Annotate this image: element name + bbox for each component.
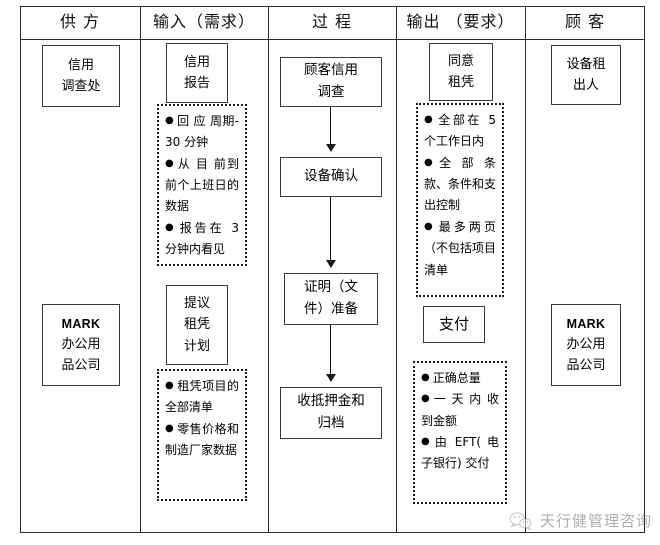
wechat-icon xyxy=(509,511,532,531)
watermark: 天行健管理咨询 xyxy=(508,510,652,531)
process-step-3-line-2: 件）准备 xyxy=(304,301,358,317)
output-req-2-item-3: ●由 EFT( 电子银行) 交付 xyxy=(421,435,499,471)
process-step-3[interactable]: 证明（文 件）准备 xyxy=(284,273,378,325)
supplier-box-2[interactable]: MARK 办公用 品公司 xyxy=(42,304,120,386)
supplier-box-2-line-2: 办公用 xyxy=(61,337,101,353)
input-req-2-item-1: ●租凭项目的全部清单 xyxy=(165,379,239,415)
column-process: 顾客信用 调查 设备确认 证明（文 件）准备 收抵押金和 归档 xyxy=(268,39,396,533)
output-box-1-line-2: 租凭 xyxy=(447,75,474,90)
input-box-1-line-1: 信用 xyxy=(183,54,210,70)
input-box-1[interactable]: 信用 报告 xyxy=(166,43,228,103)
process-step-4[interactable]: 收抵押金和 归档 xyxy=(280,387,382,439)
customer-box-1-line-2: 出人 xyxy=(572,78,599,93)
process-step-4-line-2: 归档 xyxy=(317,415,345,431)
output-req-1-item-1: ●全部在 5 个工作日内 xyxy=(424,113,496,149)
customer-box-2[interactable]: MARK 办公用 品公司 xyxy=(551,304,621,386)
column-header-customer: 顾 客 xyxy=(564,12,606,31)
column-divider-2 xyxy=(268,6,269,533)
output-box-1-line-1: 同意 xyxy=(447,53,474,69)
column-customer: 设备租 出人 MARK 办公用 品公司 xyxy=(525,39,645,533)
column-divider-3 xyxy=(396,6,397,533)
header-divider-line xyxy=(20,39,645,40)
process-arrow-1 xyxy=(325,107,336,152)
input-requirements-2: ●租凭项目的全部清单 ●零售价格和制造厂家数据 xyxy=(157,369,247,501)
column-header-supplier: 供 方 xyxy=(59,12,101,31)
process-step-3-line-1: 证明（文 xyxy=(304,279,358,296)
supplier-box-2-line-3: 品公司 xyxy=(61,358,101,374)
customer-box-2-line-2: 办公用 xyxy=(566,337,606,353)
column-header-input: 输入（需求） xyxy=(152,12,255,31)
customer-box-2-line-1: MARK xyxy=(566,316,606,331)
column-output: 同意 租凭 ●全部在 5 个工作日内 ●全 部 条 款、条件和支出控制 ●最多两… xyxy=(396,39,525,533)
process-step-1-line-1: 顾客信用 xyxy=(304,62,358,79)
process-step-1-line-2: 调查 xyxy=(317,84,345,100)
input-req-1-item-2: ●从 目 前到前个上班日的数据 xyxy=(165,156,239,214)
column-header-process: 过 程 xyxy=(311,12,353,31)
supplier-box-2-line-1: MARK xyxy=(61,316,101,331)
input-box-1-line-2: 报告 xyxy=(183,76,210,91)
column-header-output: 输出 （要求） xyxy=(406,12,515,31)
process-arrow-3 xyxy=(325,325,336,382)
output-req-2-item-2: ●一 天 内 收到金额 xyxy=(421,392,499,428)
supplier-box-1-line-2: 调查处 xyxy=(61,79,101,94)
process-step-4-line-1: 收抵押金和 xyxy=(297,393,365,410)
output-requirements-1: ●全部在 5 个工作日内 ●全 部 条 款、条件和支出控制 ●最多两页 （不包括… xyxy=(416,103,504,297)
output-requirements-2: ●正确总量 ●一 天 内 收到金额 ●由 EFT( 电子银行) 交付 xyxy=(413,361,507,504)
output-req-2-item-1: ●正确总量 xyxy=(421,371,481,385)
process-step-2-line-1: 设备确认 xyxy=(304,168,358,185)
column-input: 信用 报告 ●回 应 周期-30 分钟 ●从 目 前到前个上班日的数据 ●报告在… xyxy=(140,39,268,533)
input-box-2-line-3: 计划 xyxy=(183,338,210,354)
input-req-2-item-2: ●零售价格和制造厂家数据 xyxy=(165,421,239,458)
input-box-2-line-2: 租凭 xyxy=(183,317,210,333)
input-req-1-item-3: ●报告在 3 分钟内看见 xyxy=(165,220,240,257)
process-step-2[interactable]: 设备确认 xyxy=(280,157,382,197)
column-divider-4 xyxy=(525,6,526,533)
input-requirements-1: ●回 应 周期-30 分钟 ●从 目 前到前个上班日的数据 ●报告在 3 分钟内… xyxy=(157,104,247,266)
output-box-2-line-1: 支付 xyxy=(438,315,469,334)
column-divider-1 xyxy=(140,6,141,533)
process-step-1[interactable]: 顾客信用 调查 xyxy=(280,57,382,107)
output-req-1-item-3: ●最多两页 （不包括项目清单 xyxy=(424,219,497,277)
output-req-1-item-2: ●全 部 条 款、条件和支出控制 xyxy=(424,155,497,213)
input-box-2-line-1: 提议 xyxy=(183,296,210,312)
customer-box-1[interactable]: 设备租 出人 xyxy=(551,45,621,105)
process-arrow-2 xyxy=(325,197,336,268)
output-box-1[interactable]: 同意 租凭 xyxy=(429,43,493,101)
watermark-text: 天行健管理咨询 xyxy=(539,512,652,530)
column-supplier: 信用 调查处 MARK 办公用 品公司 xyxy=(20,39,140,533)
supplier-box-1[interactable]: 信用 调查处 xyxy=(42,45,120,107)
output-box-2[interactable]: 支付 xyxy=(423,306,485,343)
supplier-box-1-line-1: 信用 xyxy=(67,57,94,73)
input-box-2[interactable]: 提议 租凭 计划 xyxy=(166,285,228,365)
customer-box-1-line-1: 设备租 xyxy=(566,56,606,72)
customer-box-2-line-3: 品公司 xyxy=(566,358,606,374)
input-req-1-item-1: ●回 应 周期-30 分钟 xyxy=(165,114,239,150)
